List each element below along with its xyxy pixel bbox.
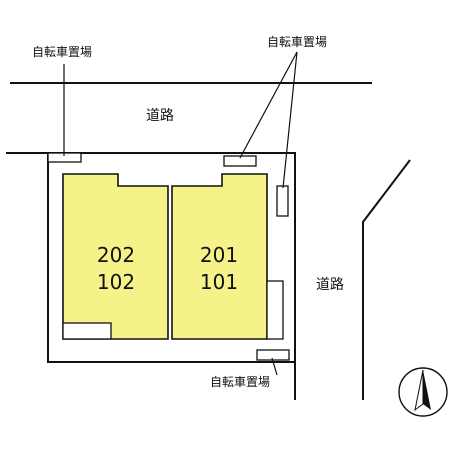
leader-line-bottom [271,357,278,376]
bike-rack-bottom [256,349,290,361]
unit-right-upper-number: 201 [200,243,238,267]
leader-line-top-right-a [239,51,298,159]
unit-right-porch [266,280,284,340]
unit-right-lower-number: 101 [200,270,238,294]
road-label-top: 道路 [146,108,174,124]
unit-left-storage [62,322,112,340]
bike-rack-top-right [223,155,257,167]
leader-line-top-right-b [282,51,298,189]
bike-parking-label-top-left: 自転車置場 [32,45,92,59]
bike-rack-right-side [276,185,289,217]
bike-parking-label-bottom: 自転車置場 [210,375,270,389]
bike-parking-label-top-right: 自転車置場 [267,35,327,49]
north-arrow-icon [398,367,448,417]
road-label-right: 道路 [316,277,344,293]
unit-left-lower-number: 102 [97,270,135,294]
site-boundary [47,152,296,363]
unit-left-upper-number: 202 [97,243,135,267]
road-right-boundary-line [362,159,411,400]
unit-right [171,173,268,340]
